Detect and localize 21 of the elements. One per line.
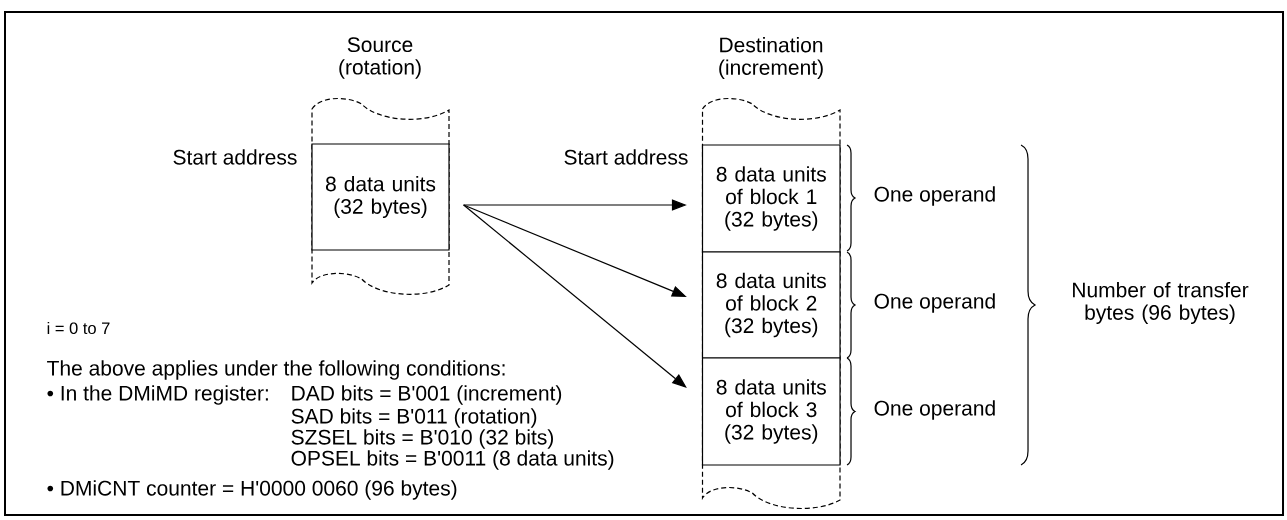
note-text: One operand (874, 400, 995, 420)
strip-heading: Destination (increment) (719, 36, 823, 80)
note-text: DAD bits = B'001 (increment) (292, 385, 562, 405)
note-text: • In the DMiMD register: (47, 385, 268, 405)
data-box: 8 data units of block 2 (32 bytes) (701, 251, 841, 359)
strip-heading: Source (rotation) (339, 37, 421, 79)
address-label: Start address (173, 149, 297, 165)
note-text: Number of transfer bytes (96 bytes) (1073, 281, 1249, 325)
data-box: 8 data units of block 3 (32 bytes) (701, 357, 841, 466)
note-text: i = 0 to 7 (47, 321, 110, 335)
note-text: SZSEL bits = B'010 (32 bits) (291, 429, 553, 449)
note-text: SAD bits = B'011 (rotation) (291, 408, 537, 428)
note-text: OPSEL bits = B'0011 (8 data units) (291, 450, 614, 470)
note-text: One operand (874, 186, 995, 206)
note-text: One operand (874, 293, 995, 313)
arrow (463, 204, 687, 388)
data-box: 8 data units of block 1 (32 bytes) (701, 144, 841, 253)
address-label: Start address (564, 149, 688, 165)
note-text: • DMiCNT counter = H'0000 0060 (96 bytes) (47, 480, 457, 500)
data-box: 8 data units (32 bytes) (311, 143, 450, 251)
note-text: The above applies under the following conditions: (47, 360, 505, 380)
